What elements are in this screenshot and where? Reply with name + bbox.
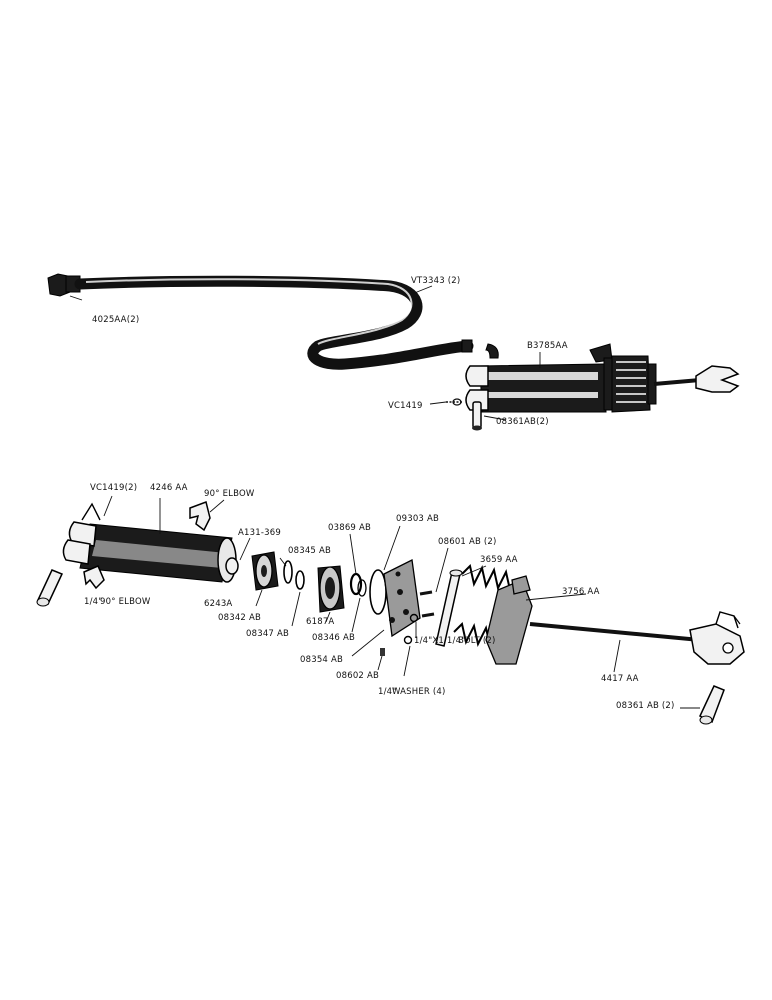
bolt-set (419, 590, 435, 618)
hydraulic-hose (74, 275, 474, 370)
label-washer: WASHER (4) (392, 687, 446, 697)
label-08602AB: 08602 AB (336, 671, 379, 681)
o-ring-08345 (283, 560, 293, 584)
label-08361AB-bottom: 08361 AB (2) (616, 701, 675, 711)
cylinder-barrel (62, 502, 237, 583)
label-6187A: 6187A (306, 617, 334, 627)
gland-6187A (317, 565, 345, 613)
elbow-fitting-top (189, 501, 211, 532)
label-VC1419-left: VC1419(2) (90, 483, 137, 493)
label-washer-fraction: 1/4" (378, 687, 396, 697)
screw-08602 (380, 648, 385, 656)
piston-rod (529, 611, 745, 665)
nut-6243A (225, 557, 239, 575)
ring-03869 (349, 572, 363, 596)
elbow-fitting-bottom (83, 565, 105, 590)
leader-lines (69, 285, 700, 709)
label-08342AB: 08342 AB (218, 613, 261, 623)
yoke-3756 (485, 575, 533, 665)
end-plate (383, 559, 421, 638)
o-ring-09303 (369, 569, 387, 615)
clevis-pin-bottom (699, 685, 725, 725)
label-09303AB: 09303 AB (396, 514, 439, 524)
label-4246AA: 4246 AA (150, 483, 188, 493)
label-VC1419-top: VC1419 (388, 401, 423, 411)
hose-coupler (461, 339, 473, 353)
label-elbow-top: 90° ELBOW (204, 489, 255, 499)
label-08354AB: 08354 AB (300, 655, 343, 665)
label-elbow-bottom-fraction: 1/4" (84, 597, 102, 607)
label-03869AB: 03869 AB (328, 523, 371, 533)
label-A131-369: A131-369 (238, 528, 281, 538)
o-ring-08347 (295, 570, 305, 590)
part-labels: 4025AA(2) VT3343 (2) B3785AA VC1419 0836… (84, 276, 675, 711)
cylinder-assembly-top (465, 343, 740, 413)
clevis-pin-top (472, 401, 482, 431)
piston (251, 551, 279, 591)
label-bolt-fraction: 1/4"X1 1/4" (414, 636, 465, 646)
label-4025AA: 4025AA(2) (92, 315, 139, 325)
label-08345AB: 08345 AB (288, 546, 331, 556)
bolt-08601 (435, 569, 463, 647)
label-08601AB: 08601 AB (2) (438, 537, 497, 547)
label-4417AA: 4417 AA (601, 674, 639, 684)
label-3756AA: 3756 AA (562, 587, 600, 597)
label-3659AA: 3659 AA (480, 555, 518, 565)
label-VT3343: VT3343 (2) (411, 276, 460, 286)
label-08346AB: 08346 AB (312, 633, 355, 643)
label-B3785AA: B3785AA (527, 341, 568, 351)
clevis-pin-left (36, 569, 64, 607)
ring-08346 (357, 579, 367, 597)
label-bolt: BOLT (2) (458, 636, 495, 646)
washer-set (403, 613, 419, 645)
label-elbow-bottom: 90° ELBOW (100, 597, 151, 607)
label-6243A: 6243A (204, 599, 232, 609)
cotter-pin-top (446, 398, 462, 406)
label-08361AB-top: 08361AB(2) (496, 417, 549, 427)
label-08347AB: 08347 AB (246, 629, 289, 639)
